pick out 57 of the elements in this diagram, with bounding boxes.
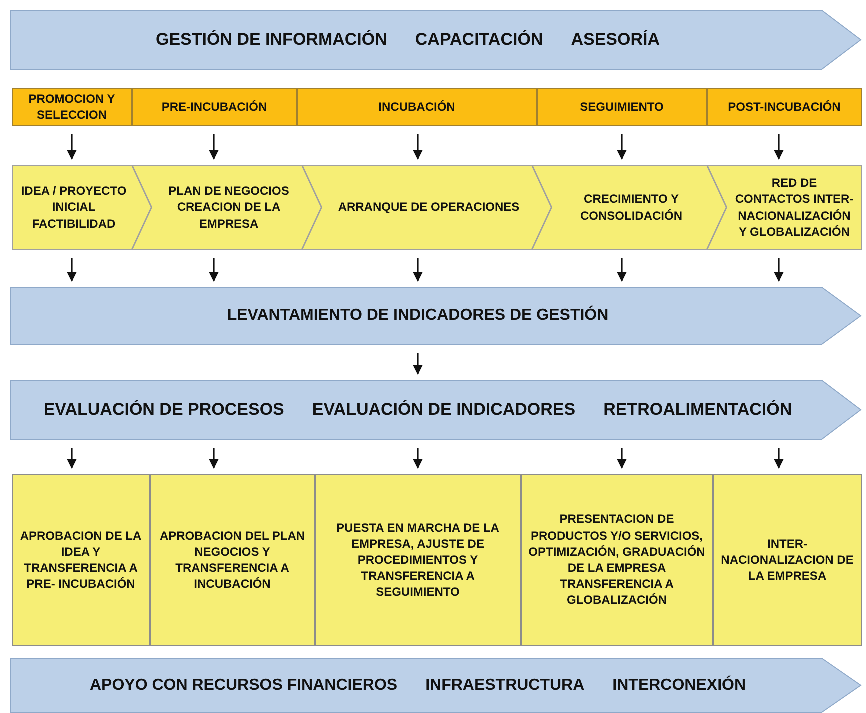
process-banner [10,658,862,713]
node-text: PRE-INCUBACIÓN [162,98,268,116]
node-text: APOYO CON RECURSOS FINANCIEROS [90,676,398,696]
node-text: IDEA / PROYECTO INICIAL FACTIBILIDAD [20,183,128,232]
arrow [67,134,77,160]
node-text: POST-INCUBACIÓN [728,98,841,116]
chevron-step [302,165,552,250]
node-text: EVALUACIÓN DE PROCESOS [44,398,284,421]
process-box [521,474,713,646]
node-text: EVALUACIÓN DE INDICADORES [312,398,576,421]
arrow [774,258,784,282]
node-text: RETROALIMENTACIÓN [604,398,792,421]
phase-header [12,88,132,126]
process-banner [10,380,862,440]
arrow [413,353,423,375]
node-text: INTERCONEXIÓN [612,674,746,696]
arrow [413,258,423,282]
arrow [413,134,423,160]
process-banner [10,287,862,345]
node-text: ARRANQUE DE OPERACIONES [338,199,520,216]
arrow [617,258,627,282]
arrow [209,448,219,469]
node-text: CAPACITACIÓN [415,28,544,51]
arrow [209,134,219,160]
node-text: INCUBACIÓN [378,98,456,116]
arrow [67,448,77,469]
process-banner [10,10,862,70]
chevron-step [12,165,152,250]
arrow [617,134,627,160]
phase-header [297,88,537,126]
arrow [774,134,784,160]
arrow [617,448,627,469]
node-text: ASESORÍA [571,28,660,51]
node-text: GESTIÓN DE INFORMACIÓN [156,28,388,51]
arrow [67,258,77,282]
node-text: PROMOCION Y SELECCION [28,90,116,124]
process-box [315,474,521,646]
phase-header [537,88,707,126]
process-box [713,474,862,646]
node-text: INFRAESTRUCTURA [426,676,585,696]
node-text: PRESENTACION DE PRODUCTOS Y/O SERVICIOS, OPTIMIZACIÓN, GRADUACIÓN DE LA EMPRESA TRANSFERENCIA A GLOBALIZACIÓN [528,511,706,609]
arrow [774,448,784,469]
process-box [150,474,315,646]
process-box [12,474,150,646]
node-text: INTER- NACIONALIZACION DE LA EMPRESA [720,536,855,584]
node-text: PLAN DE NEGOCIOS CREACION DE LA EMPRESA [168,183,290,232]
node-text: APROBACION DEL PLAN NEGOCIOS Y TRANSFERENCIA A INCUBACIÓN [158,528,306,592]
chevron-step [707,165,862,250]
node-text: SEGUIMIENTO [580,98,664,116]
phase-header [132,88,297,126]
node-text: RED DE CONTACTOS INTER- NACIONALIZACIÓN Y GLOBALIZACIÓN [734,175,855,240]
phase-header [707,88,862,126]
arrow [209,258,219,282]
node-text: LEVANTAMIENTO DE INDICADORES DE GESTIÓN [227,305,609,326]
arrow [413,448,423,469]
node-text: APROBACION DE LA IDEA Y TRANSFERENCIA A PRE- INCUBACIÓN [19,528,143,592]
node-text: PUESTA EN MARCHA DE LA EMPRESA, AJUSTE DE PROCEDIMIENTOS Y TRANSFERENCIA A SEGUIMIENTO [336,520,500,600]
